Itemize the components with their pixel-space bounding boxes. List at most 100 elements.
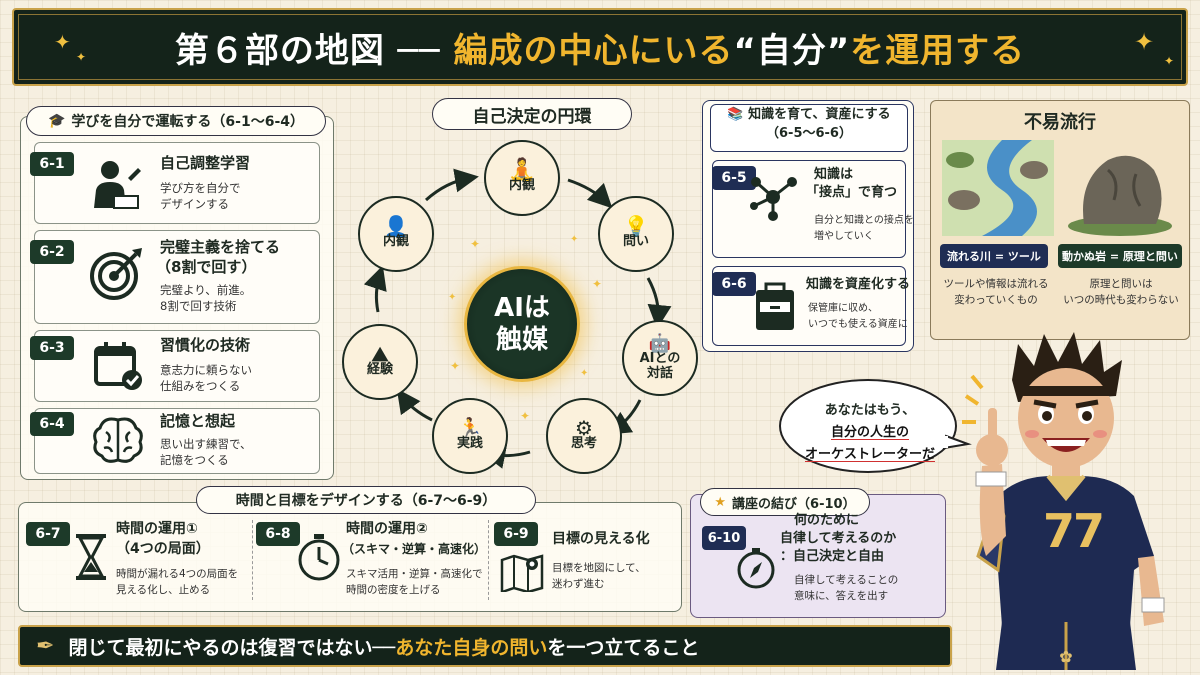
item-title: 記憶と想起	[160, 412, 236, 430]
river-desc: 変わっていくもの	[954, 294, 1038, 306]
item-title: 完璧主義を捨てる	[160, 238, 281, 256]
item-title: 自己調整学習	[160, 154, 251, 172]
sparkle-icon: ✦	[76, 50, 87, 64]
network-node-icon	[750, 177, 797, 221]
map-pin-icon	[500, 554, 544, 592]
item-desc: 仕組みをつくる	[160, 379, 241, 393]
svg-text:✿: ✿	[1059, 647, 1072, 666]
river-desc: ツールや情報は流れる	[943, 278, 1049, 290]
time-panel-title: 時間と目標をデザインする（6-7〜6-9）	[196, 486, 536, 514]
rock-desc: 原理と問いは	[1089, 278, 1153, 290]
star-icon: ★	[714, 494, 727, 510]
knowledge-panel-title: 📚 知識を育て、資産にする （6-5〜6-6）	[710, 104, 908, 152]
svg-text:✦: ✦	[580, 368, 588, 379]
item-desc: 迷わず進む	[552, 578, 605, 590]
item-desc: 自律して考えることの	[794, 574, 899, 586]
speech-bubble	[779, 379, 972, 473]
item-desc: いつでも使える資産に	[808, 319, 908, 330]
item-title: 何のために	[794, 513, 860, 528]
cycle-node-introspection-2: 👤 内観	[358, 196, 434, 272]
item-title: （スキマ・逆算・高速化）	[342, 542, 487, 556]
item-id-badge: 6-9	[494, 522, 538, 546]
svg-text:✦: ✦	[592, 277, 602, 291]
list-item	[34, 230, 320, 324]
item-title: （8割で回す）	[156, 258, 257, 276]
divider	[488, 520, 489, 600]
writing-person-icon	[94, 161, 141, 209]
footer-banner: ✒ 閉じて最初にやるのは復習ではない──あなた自身の問いを一つ立てること	[18, 625, 952, 667]
closing-panel-title: ★ 講座の結び（6-10）	[700, 488, 870, 516]
svg-text:✦: ✦	[448, 292, 456, 303]
head-gear-icon: ⚙	[575, 416, 593, 440]
header-banner: ✦ ✦ ✦ ✦ 第６部の地図 ── 編成の中心にいる“自分”を運用する	[12, 8, 1188, 86]
list-item	[712, 266, 906, 346]
item-title: 習慣化の技術	[160, 336, 251, 354]
item-desc: 学び方を自分で	[160, 181, 241, 195]
cycle-node-ai-dialogue: 🤖 AIとの 対話	[622, 320, 698, 396]
river-label: 流れる川 = ツール	[940, 244, 1048, 268]
sparkle-icon: ✦	[54, 30, 71, 54]
item-id-badge: 6-5	[712, 166, 756, 190]
target-icon	[90, 248, 142, 300]
item-id-badge: 6-1	[30, 152, 74, 176]
list-item	[34, 142, 320, 224]
running-icon: 🏃	[457, 416, 483, 440]
svg-text:✦: ✦	[470, 237, 480, 251]
list-item	[34, 408, 320, 474]
learning-panel-title: 🎓 学びを自分で運転する（6-1〜6-4）	[26, 106, 326, 136]
hourglass-icon	[76, 534, 106, 580]
fueki-title: 不易流行	[1024, 112, 1096, 133]
mascot-football-player: ✿	[962, 332, 1165, 670]
svg-text:✦: ✦	[450, 359, 460, 373]
stopwatch-icon	[298, 534, 340, 581]
mountain-icon: ⛰	[371, 342, 389, 366]
cabinet-icon	[756, 282, 794, 330]
item-id-badge: 6-4	[30, 412, 74, 436]
svg-text:✦: ✦	[570, 234, 578, 245]
item-title: 自律して考えるのか	[780, 531, 897, 546]
item-desc: デザインする	[160, 197, 229, 211]
page-title: 第６部の地図 ── 編成の中心にいる“自分”を運用する	[174, 30, 1026, 71]
speech-text: あなたはもう、 自分の人生の オーケストレーターだ	[804, 403, 935, 462]
calendar-check-icon	[94, 342, 142, 390]
quill-pen-icon: ✒	[36, 633, 55, 659]
compass-icon	[737, 548, 775, 589]
item-desc: 完璧より、前進。	[160, 283, 252, 297]
item-desc: 記憶をつくる	[160, 453, 229, 467]
item-desc: 時間が漏れる4つの局面を	[116, 568, 239, 580]
time-panel	[18, 502, 682, 612]
item-desc: 保管庫に収め、	[808, 303, 878, 314]
item-title: 知識を資産化する	[806, 277, 911, 292]
item-desc: 見える化し、止める	[116, 584, 211, 596]
cycle-arrows: ✦ ✦ ✦ ✦ ✦ ✦ ✦	[363, 168, 672, 469]
divider	[252, 520, 253, 600]
books-icon: 📚	[727, 107, 744, 122]
item-desc: 時間の密度を上げる	[346, 584, 441, 596]
item-desc: 増やしていく	[814, 231, 874, 242]
item-title: （4つの局面）	[116, 541, 210, 557]
cycle-center-catalyst: AIは 触媒	[464, 266, 580, 382]
item-desc: 意志力に頼らない	[160, 363, 252, 377]
svg-text:✦: ✦	[520, 409, 530, 423]
river-icon	[942, 140, 1054, 236]
item-desc: 自分と知識との接点を	[814, 215, 914, 226]
item-title: ：自己決定と自由	[780, 549, 885, 564]
item-title: 知識は	[814, 167, 854, 182]
item-id-badge: 6-7	[26, 522, 70, 546]
item-id-badge: 6-8	[256, 522, 300, 546]
lightbulb-icon: 💡	[623, 214, 649, 238]
rock-desc: いつの時代も変わらない	[1063, 294, 1179, 306]
cycle-title: 自己決定の円環	[432, 98, 632, 130]
sparkle-icon: ✦	[1134, 28, 1155, 56]
person-icon: 👤	[383, 214, 409, 238]
rock-icon	[1064, 140, 1176, 236]
cycle-node-question: 💡 問い	[598, 196, 674, 272]
item-title: 時間の運用①	[116, 521, 198, 537]
cycle-node-thinking: ⚙ 思考	[546, 398, 622, 474]
sparkle-icon: ✦	[1164, 54, 1175, 68]
jersey-number: 77	[1042, 504, 1105, 558]
item-id-badge: 6-3	[30, 336, 74, 360]
brain-icon	[93, 417, 143, 463]
item-id-badge: 6-2	[30, 240, 74, 264]
list-item	[34, 330, 320, 402]
